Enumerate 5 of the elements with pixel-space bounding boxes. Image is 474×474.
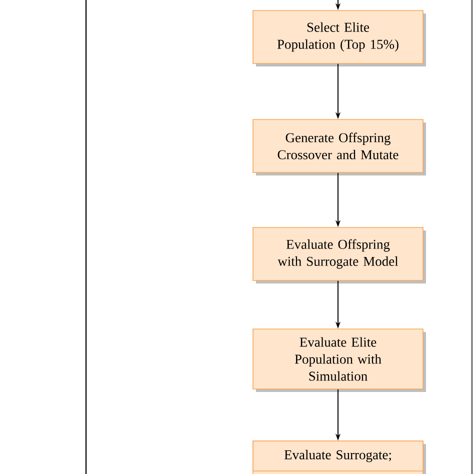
process-box: Evaluate Offspring with Surrogate Model [252,227,426,284]
process-box: Select Elite Population (Top 15%) [252,10,426,66]
process-box: Generate Offspring Crossover and Mutate [252,119,426,176]
process-box: Evaluate Elite Population with Simulation [252,328,426,392]
process-box: Evaluate Surrogate; [252,440,426,474]
